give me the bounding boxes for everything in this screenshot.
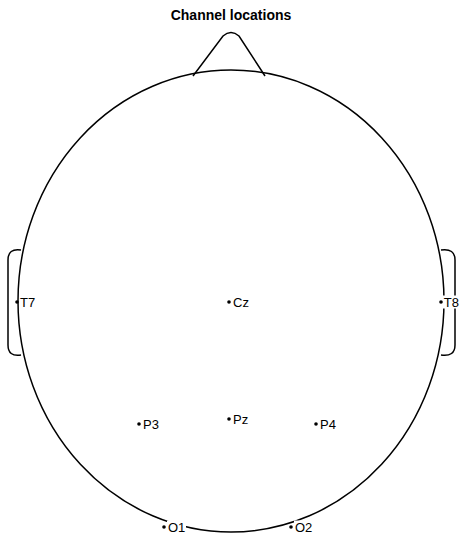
electrode-dot: [289, 525, 293, 529]
channel-label: Pz: [232, 413, 249, 426]
electrode-dot: [227, 300, 231, 304]
electrode-dot: [162, 525, 166, 529]
electrode-dot: [314, 422, 318, 426]
electrode-dot: [137, 422, 141, 426]
channel-label: O1: [167, 521, 186, 534]
channel-label: Cz: [232, 296, 250, 309]
plot-title: Channel locations: [171, 8, 292, 22]
head-outline: [18, 70, 444, 532]
electrode-dot: [227, 417, 231, 421]
channel-label: T8: [443, 296, 460, 309]
channel-label: P3: [142, 418, 160, 431]
channel-label: T7: [19, 296, 36, 309]
nose: [193, 33, 265, 77]
channel-label: P4: [319, 418, 337, 431]
channel-label: O2: [294, 521, 313, 534]
electrode-dots: [15, 300, 443, 529]
